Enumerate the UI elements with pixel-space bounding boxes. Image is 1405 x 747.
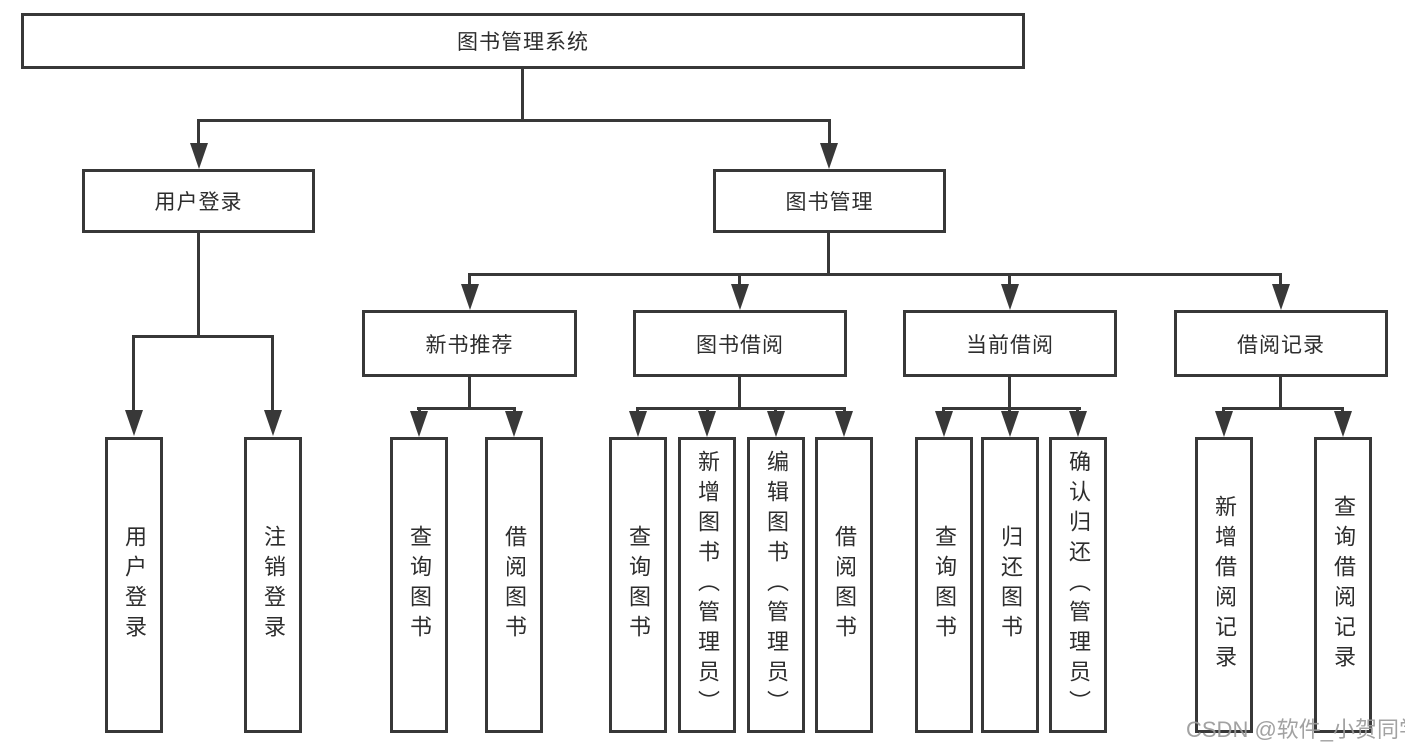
leaf-label: 借阅图书 [832, 525, 857, 645]
node-book-borrow: 图书借阅 [633, 310, 847, 377]
connector-line [1279, 377, 1282, 410]
arrowhead-icon [264, 410, 282, 436]
connector-line [1222, 407, 1344, 410]
leaf-user-login-label: 用户登录 [122, 525, 147, 645]
connector-line [828, 119, 831, 145]
connector-line [271, 335, 274, 412]
connector-line [417, 407, 516, 410]
connector-line [197, 232, 200, 338]
leaf-confirm-return-admin: 确认归还（管理员） [1049, 437, 1107, 733]
leaf-query-books-borrow: 查询图书 [609, 437, 667, 733]
leaf-logout: 注销登录 [244, 437, 302, 733]
connector-line [942, 407, 1081, 410]
arrowhead-icon [1069, 411, 1087, 437]
leaf-query-borrow-record: 查询借阅记录 [1314, 437, 1372, 733]
leaf-edit-books-admin: 编辑图书（管理员） [747, 437, 805, 733]
node-borrow-records-label: 借阅记录 [1237, 333, 1325, 357]
connector-line [468, 377, 471, 410]
connector-line [132, 335, 135, 412]
node-root: 图书管理系统 [21, 13, 1025, 69]
leaf-label: 查询图书 [932, 525, 957, 645]
connector-line [468, 273, 1282, 276]
leaf-user-login: 用户登录 [105, 437, 163, 733]
leaf-label: 新增借阅记录 [1212, 495, 1237, 675]
arrowhead-icon [1001, 284, 1019, 310]
leaf-add-borrow-record: 新增借阅记录 [1195, 437, 1253, 733]
arrowhead-icon [190, 143, 208, 169]
leaf-return-books: 归还图书 [981, 437, 1039, 733]
leaf-borrow-books-recommend: 借阅图书 [485, 437, 543, 733]
arrowhead-icon [1272, 284, 1290, 310]
node-current-borrow-label: 当前借阅 [966, 333, 1054, 357]
arrowhead-icon [125, 410, 143, 436]
node-current-borrow: 当前借阅 [903, 310, 1117, 377]
node-new-book-recommend: 新书推荐 [362, 310, 577, 377]
leaf-label: 借阅图书 [502, 525, 527, 645]
arrowhead-icon [410, 411, 428, 437]
connector-line [636, 407, 846, 410]
leaf-logout-label: 注销登录 [261, 525, 286, 645]
arrowhead-icon [1334, 411, 1352, 437]
node-book-management-label: 图书管理 [785, 191, 874, 214]
connector-line [197, 119, 200, 145]
arrowhead-icon [1001, 411, 1019, 437]
node-book-management: 图书管理 [713, 169, 946, 233]
connector-line [827, 232, 830, 276]
leaf-borrow-books: 借阅图书 [815, 437, 873, 733]
arrowhead-icon [935, 411, 953, 437]
connector-line [468, 273, 471, 287]
leaf-label: 新增图书（管理员） [695, 450, 720, 720]
arrowhead-icon [731, 284, 749, 310]
leaf-label: 归还图书 [998, 525, 1023, 645]
connector-line [1008, 377, 1011, 410]
arrowhead-icon [1215, 411, 1233, 437]
node-book-borrow-label: 图书借阅 [696, 333, 784, 357]
node-user-login-label: 用户登录 [154, 191, 243, 214]
arrowhead-icon [461, 284, 479, 310]
leaf-label: 编辑图书（管理员） [764, 450, 789, 720]
node-user-login: 用户登录 [82, 169, 315, 233]
leaf-label: 确认归还（管理员） [1066, 450, 1091, 720]
node-root-label: 图书管理系统 [457, 31, 589, 54]
connector-line [738, 377, 741, 410]
arrowhead-icon [629, 411, 647, 437]
connector-line [132, 335, 274, 338]
leaf-query-books-current: 查询图书 [915, 437, 973, 733]
connector-line [1008, 273, 1011, 287]
arrowhead-icon [767, 411, 785, 437]
leaf-label: 查询图书 [407, 525, 432, 645]
node-borrow-records: 借阅记录 [1174, 310, 1388, 377]
arrowhead-icon [835, 411, 853, 437]
csdn-watermark: CSDN @软件_小贺同学 [1186, 717, 1405, 742]
arrowhead-icon [505, 411, 523, 437]
leaf-add-books-admin: 新增图书（管理员） [678, 437, 736, 733]
connector-line [1279, 273, 1282, 287]
leaf-label: 查询图书 [626, 525, 651, 645]
connector-line [738, 273, 741, 287]
connector-line [521, 69, 524, 120]
leaf-query-books-recommend: 查询图书 [390, 437, 448, 733]
arrowhead-icon [698, 411, 716, 437]
arrowhead-icon [820, 143, 838, 169]
connector-line [197, 119, 831, 122]
leaf-label: 查询借阅记录 [1331, 495, 1356, 675]
node-new-book-recommend-label: 新书推荐 [425, 333, 514, 357]
